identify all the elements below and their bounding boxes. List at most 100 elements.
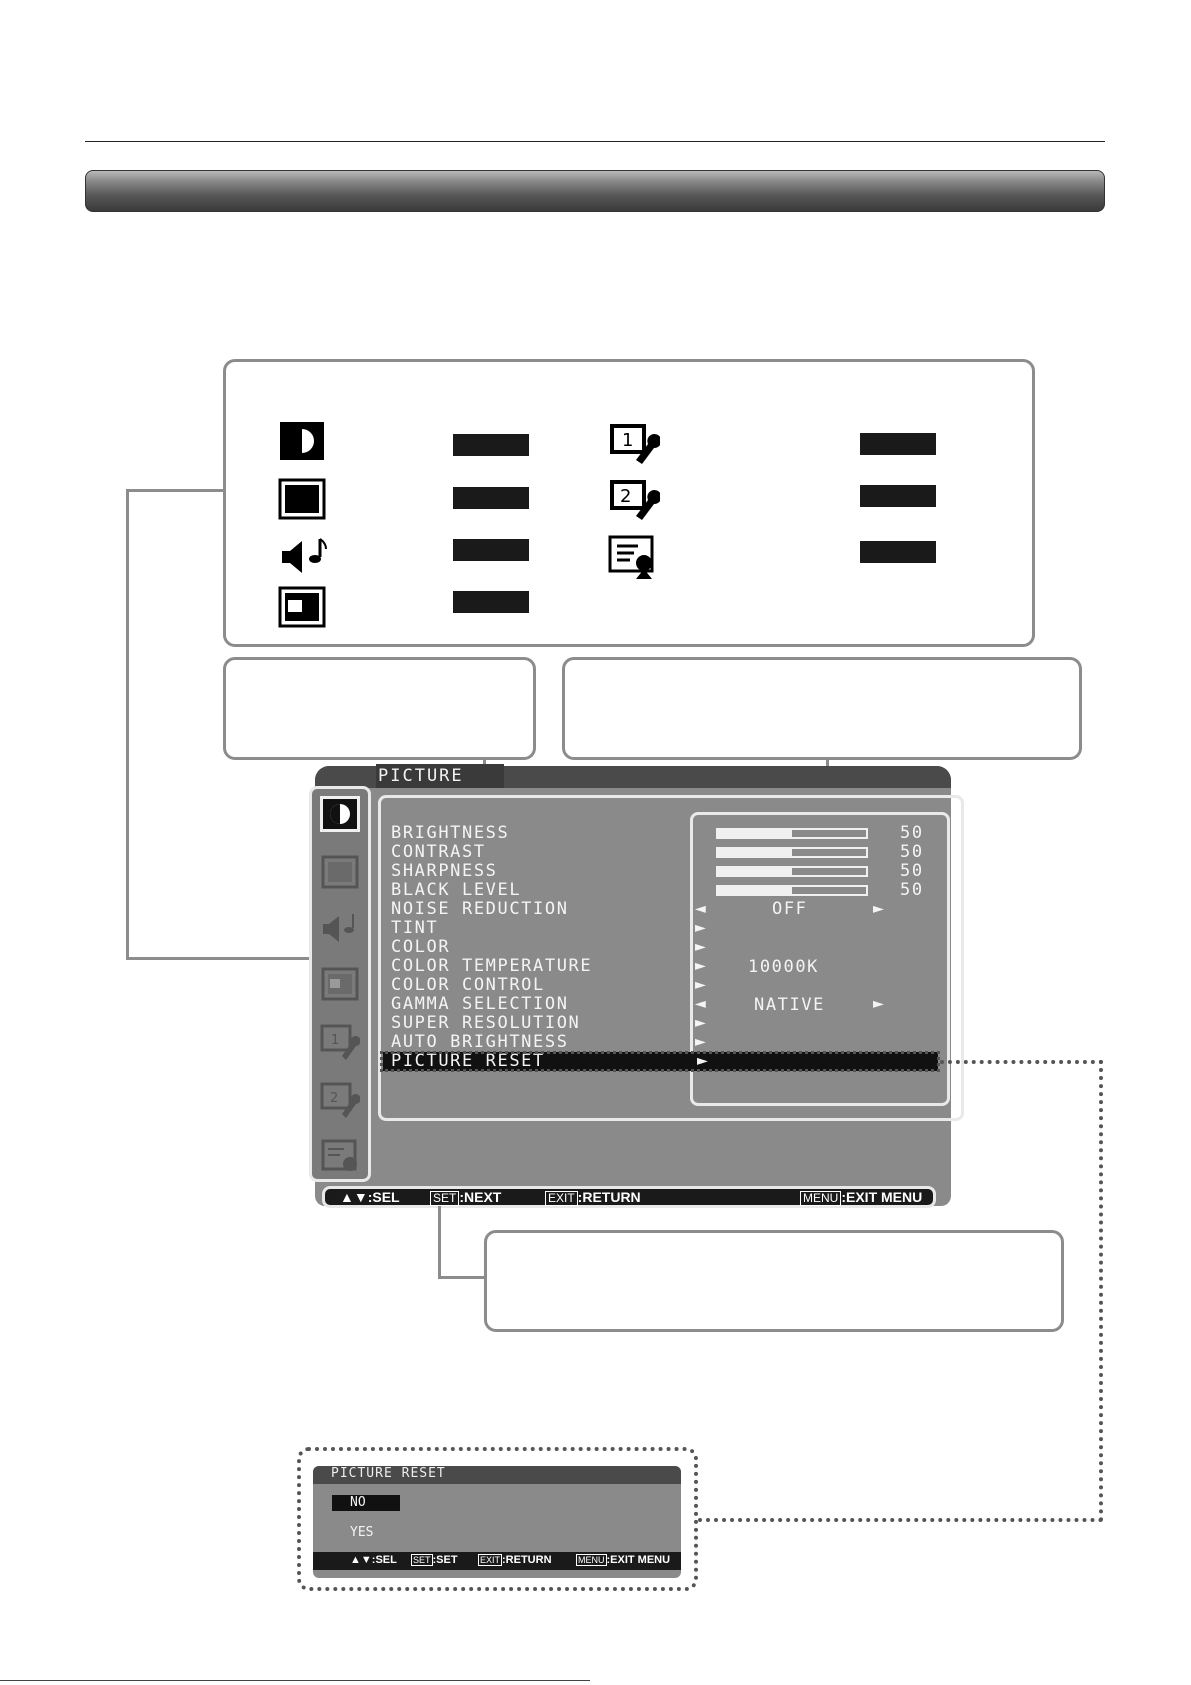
screen-icon [278, 478, 326, 520]
osd-title: PICTURE [376, 764, 504, 788]
exit-menu-label: :EXIT MENU [841, 1189, 923, 1205]
legend-label-box [453, 434, 529, 456]
menu-item-brightness[interactable]: BRIGHTNESS [391, 823, 510, 843]
dotted-connector [940, 1060, 1103, 1064]
dotted-connector [698, 1518, 1103, 1522]
set-label: :SET [432, 1554, 458, 1566]
arrow-right-icon[interactable]: ► [695, 920, 706, 936]
arrow-right-icon[interactable]: ► [695, 1034, 706, 1050]
up-down-icon: ▲▼ [340, 1189, 368, 1205]
footer-rule [0, 1680, 590, 1681]
footer-set: SET:NEXT [430, 1188, 501, 1206]
menu-item-picture-reset[interactable]: PICTURE RESET [383, 1052, 938, 1071]
exit-menu-label: :EXIT MENU [606, 1554, 671, 1566]
arrow-right-icon[interactable]: ► [695, 939, 706, 955]
black-level-slider[interactable] [716, 885, 868, 896]
menu-item-noise-reduction[interactable]: NOISE REDUCTION [391, 899, 569, 919]
dotted-connector [1099, 1060, 1103, 1522]
arrow-right-icon[interactable]: ► [873, 996, 884, 1012]
menu-items-callout [223, 657, 536, 760]
reset-popup-frame [297, 1447, 698, 1591]
menu-item-contrast[interactable]: CONTRAST [391, 842, 486, 862]
operation-guide-callout [484, 1230, 1064, 1332]
menu-item-color[interactable]: COLOR [391, 937, 451, 957]
legend-label-box [453, 539, 529, 561]
arrow-left-icon[interactable]: ◄ [695, 996, 706, 1012]
sidebar-picture-icon[interactable] [320, 796, 360, 832]
information-icon [608, 535, 654, 579]
selection-highlight [380, 1051, 940, 1072]
menu-key: MENU [800, 1191, 842, 1206]
reset-option-yes[interactable]: YES [350, 1525, 374, 1540]
arrow-left-icon[interactable]: ◄ [695, 901, 706, 917]
color-temperature-value: 10000K [748, 957, 820, 977]
connector-line [126, 489, 224, 492]
menu-item-super-resolution[interactable]: SUPER RESOLUTION [391, 1013, 581, 1033]
footer-sel: ▲▼:SEL [340, 1188, 400, 1206]
sidebar-pip-icon[interactable] [320, 966, 360, 1002]
osd-category-sidebar [309, 786, 371, 1182]
pip-icon [278, 586, 326, 628]
sel-label: :SEL [371, 1554, 397, 1566]
sidebar-setup1-icon[interactable]: 1 [320, 1024, 360, 1060]
slider-fill [718, 849, 792, 856]
osd-menu-screen [315, 766, 951, 1206]
legend-label-box [860, 541, 936, 563]
menu-key: MENU [576, 1554, 607, 1566]
settings-callout [562, 657, 1082, 760]
menu-item-tint[interactable]: TINT [391, 918, 439, 938]
brightness-slider[interactable] [716, 828, 868, 839]
legend-label-box [860, 433, 936, 455]
menu-item-black-level[interactable]: BLACK LEVEL [391, 880, 522, 900]
slider-fill [718, 830, 792, 837]
exit-key: EXIT [545, 1191, 578, 1206]
set-key: SET [411, 1554, 433, 1566]
sidebar-audio-icon[interactable] [320, 910, 360, 946]
sidebar-information-icon[interactable] [320, 1138, 360, 1174]
menu-item-color-temperature[interactable]: COLOR TEMPERATURE [391, 956, 593, 976]
noise-reduction-value: OFF [772, 899, 808, 919]
reset-popup-header [313, 1466, 681, 1484]
reset-option-no[interactable]: NO [332, 1495, 400, 1511]
exit-key: EXIT [478, 1554, 503, 1566]
arrow-right-icon[interactable]: ► [873, 901, 884, 917]
reset-popup-title: PICTURE RESET [331, 1466, 446, 1481]
picture-icon [280, 422, 324, 460]
menu-item-color-control[interactable]: COLOR CONTROL [391, 975, 545, 995]
svg-text:1: 1 [622, 430, 633, 451]
menu-item-gamma-selection[interactable]: GAMMA SELECTION [391, 994, 569, 1014]
popup-footer-menu: MENU:EXIT MENU [576, 1553, 670, 1568]
arrow-right-icon[interactable]: ► [695, 958, 706, 974]
connector-line [126, 957, 310, 960]
osd-menu-list [378, 795, 964, 1121]
svg-text:2: 2 [620, 486, 631, 507]
footer-menu: MENU:EXIT MENU [800, 1188, 922, 1206]
contrast-value: 50 [900, 842, 924, 862]
gamma-selection-value: NATIVE [754, 995, 826, 1015]
popup-footer-sel: ▲▼:SEL [350, 1553, 397, 1568]
legend-label-box [860, 485, 936, 507]
next-label: :NEXT [459, 1189, 502, 1205]
return-label: :RETURN [502, 1554, 552, 1566]
sidebar-screen-icon[interactable] [320, 854, 360, 890]
legend-label-box [453, 591, 529, 613]
header-rule [85, 141, 1105, 142]
arrow-right-icon[interactable]: ► [695, 1015, 706, 1031]
connector-line [126, 489, 129, 960]
setup2-icon: 2 [610, 480, 660, 520]
arrow-right-icon[interactable]: ► [695, 977, 706, 993]
connector-line [438, 1276, 485, 1279]
brightness-value: 50 [900, 823, 924, 843]
black-level-value: 50 [900, 880, 924, 900]
contrast-slider[interactable] [716, 847, 868, 858]
connector-line [438, 1206, 441, 1278]
menu-item-sharpness[interactable]: SHARPNESS [391, 861, 498, 881]
sharpness-slider[interactable] [716, 866, 868, 877]
legend-label-box [453, 487, 529, 509]
menu-item-auto-brightness[interactable]: AUTO BRIGHTNESS [391, 1032, 569, 1052]
section-title-bar [85, 170, 1105, 212]
arrow-right-icon[interactable]: ► [697, 1053, 708, 1069]
sidebar-setup2-icon[interactable]: 2 [320, 1082, 360, 1118]
popup-footer-exit: EXIT:RETURN [478, 1553, 552, 1568]
sel-label: :SEL [367, 1189, 400, 1205]
